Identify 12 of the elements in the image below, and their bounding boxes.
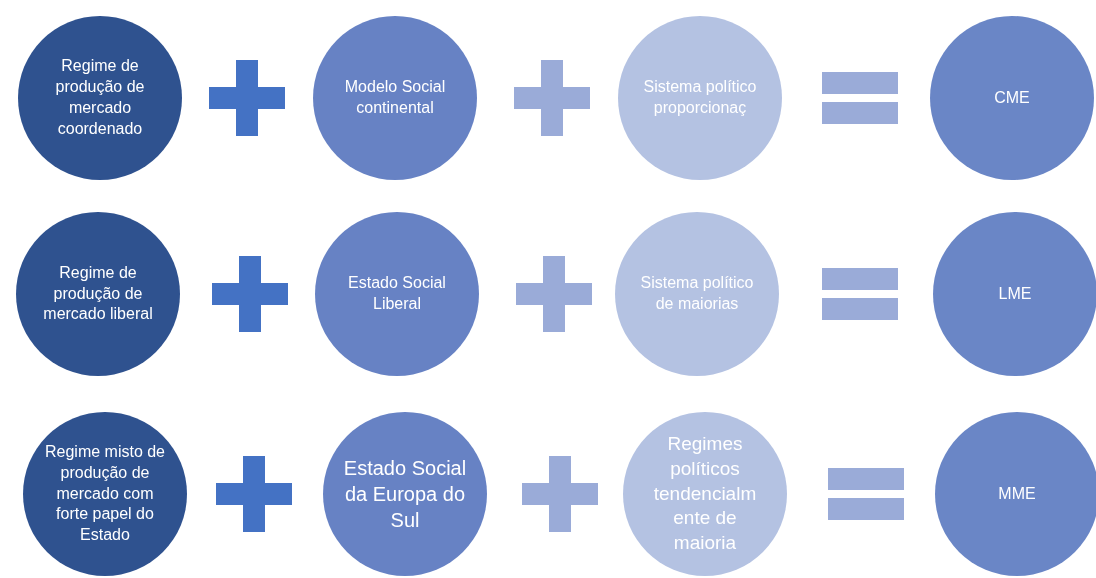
circle-label: Estado Social da Europa do Sul bbox=[342, 456, 468, 533]
circle-label: Regime de produção de mercado liberal bbox=[42, 262, 154, 325]
circle-label: MME bbox=[997, 483, 1037, 504]
circle-label: LME bbox=[997, 283, 1033, 304]
circle-label: Regime de produção de mercado coordenado bbox=[54, 56, 146, 139]
circle-label: Sistema político proporcionaç bbox=[642, 77, 758, 118]
circle-label: Modelo Social continental bbox=[343, 77, 447, 118]
circle-label: Regimes políticos tendencialm ente de maioria bbox=[652, 432, 758, 556]
circle-label: Sistema político de maiorias bbox=[639, 273, 755, 314]
circle-label: CME bbox=[993, 87, 1031, 108]
circle-label: Regime misto de produção de mercado com forte papel do Estado bbox=[43, 442, 166, 546]
circle-label: Estado Social Liberal bbox=[347, 273, 447, 314]
